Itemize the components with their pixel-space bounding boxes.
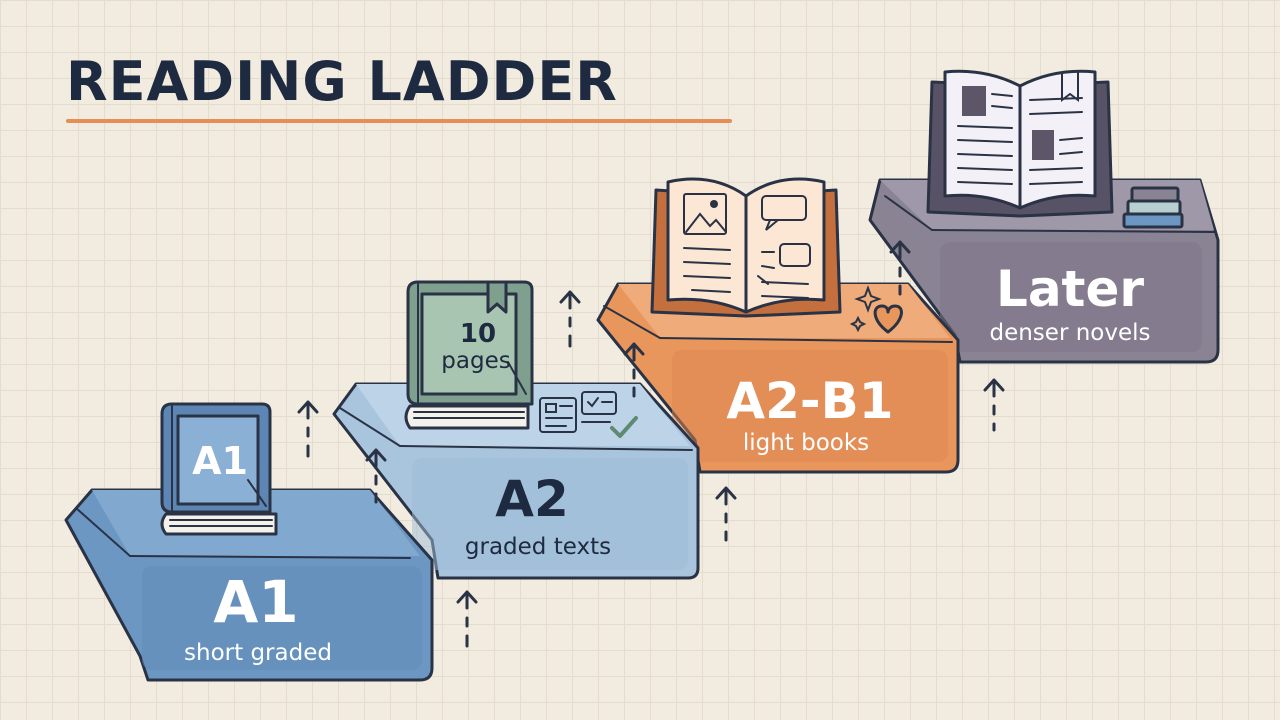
step-a2-b1-level: A2-B1 bbox=[726, 372, 893, 430]
up-arrow-icon bbox=[456, 590, 478, 648]
up-arrow-icon bbox=[623, 342, 645, 398]
up-arrow-icon bbox=[365, 448, 387, 504]
step-later-subtitle: denser novels bbox=[989, 320, 1150, 346]
up-arrow-icon bbox=[715, 486, 737, 542]
a1-book-label: A1 bbox=[192, 439, 248, 483]
up-arrow-icon bbox=[889, 240, 911, 296]
a2-book-unit: pages bbox=[441, 348, 510, 374]
up-arrow-icon bbox=[559, 290, 581, 348]
step-a2-b1-subtitle: light books bbox=[743, 430, 869, 456]
small-book-icon: A1 bbox=[160, 402, 278, 536]
checklist-icon bbox=[539, 391, 638, 438]
up-arrow-icon bbox=[297, 400, 319, 458]
heart-icon bbox=[873, 304, 903, 334]
open-picture-book-icon bbox=[650, 177, 842, 318]
step-later-level: Later bbox=[996, 260, 1144, 318]
sparkle-icon bbox=[849, 285, 882, 333]
step-a1-subtitle: short graded bbox=[184, 640, 332, 666]
up-arrow-icon bbox=[983, 378, 1005, 432]
step-a2-subtitle: graded texts bbox=[465, 534, 611, 560]
a2-book-number: 10 bbox=[460, 319, 496, 349]
page-title: READING LADDER bbox=[66, 50, 618, 113]
title-underline bbox=[66, 119, 732, 123]
book-stack-icon bbox=[1122, 186, 1184, 229]
step-a2-level: A2 bbox=[495, 470, 569, 528]
step-a1-level: A1 bbox=[213, 568, 298, 636]
open-novel-icon bbox=[926, 69, 1114, 218]
bookmarked-book-icon: 10 pages bbox=[404, 280, 534, 430]
